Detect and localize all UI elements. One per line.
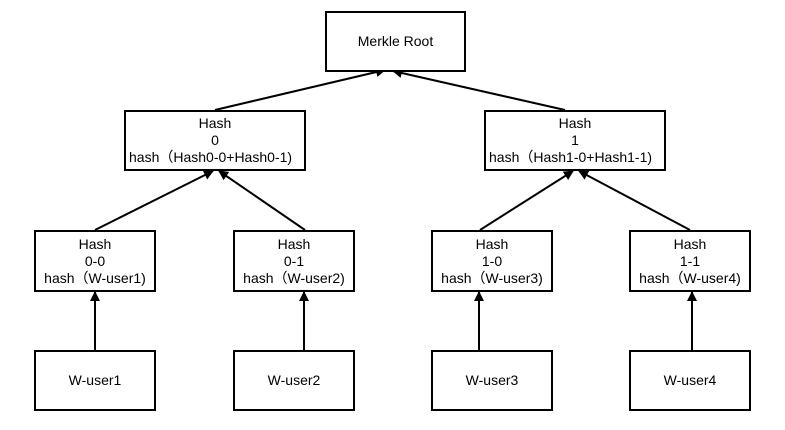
- hash-1-1-index: 1-1: [679, 252, 701, 269]
- hash-0-node: Hash 0 hash（Hash0-0+Hash0-1): [124, 110, 306, 171]
- hash-0-0-index: 0-0: [84, 252, 106, 269]
- hash-1-1-node: Hash 1-1 hash（W-user4): [629, 230, 751, 292]
- w-user4-node: W-user4: [629, 350, 751, 411]
- hash-1-1-formula: hash（W-user4): [639, 269, 741, 286]
- merkle-root-label: Merkle Root: [357, 33, 434, 49]
- hash-0-0-formula: hash（W-user1): [44, 269, 146, 286]
- edge-h11-to-h1: [578, 170, 691, 231]
- hash-1-node: Hash 1 hash（Hash1-0+Hash1-1): [484, 110, 666, 171]
- edge-h01-to-h0: [218, 170, 306, 231]
- hash-0-1-title: Hash: [277, 235, 311, 252]
- edge-h1-to-root: [392, 68, 566, 111]
- hash-1-1-title: Hash: [673, 235, 707, 252]
- w-user3-label: W-user3: [465, 372, 519, 388]
- edge-h10-to-h1: [479, 170, 574, 231]
- hash-1-title: Hash: [558, 115, 592, 131]
- hash-0-1-node: Hash 0-1 hash（W-user2): [233, 230, 355, 292]
- w-user1-node: W-user1: [34, 350, 156, 411]
- hash-1-0-index: 1-0: [481, 252, 503, 269]
- hash-0-0-node: Hash 0-0 hash（W-user1): [34, 230, 156, 292]
- hash-0-formula: hash（Hash0-0+Hash0-1): [129, 149, 293, 165]
- w-user2-label: W-user2: [267, 372, 321, 388]
- hash-1-0-node: Hash 1-0 hash（W-user3): [431, 230, 553, 292]
- hash-0-title: Hash: [198, 115, 232, 131]
- merkle-root-node: Merkle Root: [325, 11, 466, 72]
- hash-0-1-formula: hash（W-user2): [243, 269, 345, 286]
- hash-0-0-title: Hash: [78, 235, 112, 252]
- w-user1-label: W-user1: [68, 372, 122, 388]
- hash-1-index: 1: [571, 132, 579, 148]
- hash-0-1-index: 0-1: [283, 252, 305, 269]
- hash-0-index: 0: [211, 132, 219, 148]
- hash-1-0-title: Hash: [475, 235, 509, 252]
- w-user3-node: W-user3: [431, 350, 553, 411]
- edge-h00-to-h0: [94, 170, 214, 231]
- w-user4-label: W-user4: [663, 372, 717, 388]
- w-user2-node: W-user2: [233, 350, 355, 411]
- hash-1-0-formula: hash（W-user3): [441, 269, 543, 286]
- edge-h0-to-root: [214, 67, 386, 111]
- hash-1-formula: hash（Hash1-0+Hash1-1): [489, 149, 653, 165]
